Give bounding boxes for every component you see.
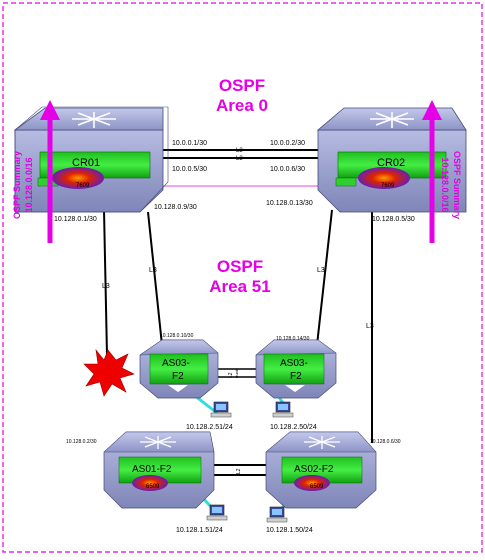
ip-label: 10.0.0.1/30 — [172, 140, 207, 147]
ip-label: 10.128.0.2/30 — [66, 439, 97, 445]
layer-label: L3 — [236, 148, 243, 154]
as02-model: 6509 — [310, 484, 324, 490]
summary-label-left: OSPF Summary 10.128.0.0/16 — [12, 151, 34, 219]
cr01-model: 7609 — [76, 183, 90, 189]
summary-label-right: OSPF Summary 10.128.0.0/16 — [440, 151, 462, 219]
as01-name: AS01-F2 — [132, 464, 172, 475]
link-failure-icon — [83, 348, 135, 397]
as01-status-icon — [132, 475, 168, 491]
as02-name: AS02-F2 — [294, 464, 334, 475]
summary-left-line1: OSPF Summary — [12, 151, 22, 219]
layer-label: L2 — [228, 372, 234, 378]
host-ip-label: 10.128.2.51/24 — [186, 424, 233, 431]
router-cr02[interactable]: CR02 7609 — [316, 107, 467, 213]
ip-label: 10.128.0.1/30 — [54, 216, 97, 223]
ip-label: 10.128.0.14/30 — [276, 336, 310, 342]
ip-labels: 10.0.0.1/30 10.0.0.2/30 L3 L3 10.0.0.5/3… — [54, 140, 415, 534]
summary-arrow-right — [422, 100, 442, 243]
ip-label: 10.128.0.6/30 — [370, 439, 401, 445]
cr01-status-icon — [52, 167, 104, 189]
layer-label: L3 — [366, 323, 374, 330]
area51-title-line1: OSPF — [217, 257, 263, 276]
host-pc-4[interactable] — [266, 506, 288, 523]
link-cr01-as03 — [147, 211, 163, 346]
host-ip-label: 10.128.1.50/24 — [266, 527, 313, 534]
router-arrows-icon — [370, 112, 414, 128]
switch-as03-right[interactable]: AS03- F2 — [255, 339, 337, 399]
router-cr01[interactable]: CR01 7609 — [13, 106, 169, 213]
down-arrow-icon — [285, 385, 305, 392]
as03a-name-line2: F2 — [172, 371, 184, 382]
cr02-model: 7609 — [381, 183, 395, 189]
ip-label: 10.128.0.9/30 — [154, 204, 197, 211]
ip-label: 10.128.0.5/30 — [372, 216, 415, 223]
switch-arrows-icon — [304, 436, 340, 449]
layer-label: L3 — [149, 267, 157, 274]
ip-label: 10.0.0.2/30 — [270, 140, 305, 147]
summary-left-line2: 10.128.0.0/16 — [24, 157, 34, 212]
area0-title-line1: OSPF — [219, 76, 265, 95]
host-pc-1[interactable] — [210, 401, 232, 418]
cr02-status-icon — [358, 167, 410, 189]
area51-title-line2: Area 51 — [209, 277, 270, 296]
switch-as03-left[interactable]: AS03- F2 — [139, 339, 219, 399]
cr01-name: CR01 — [72, 157, 100, 169]
down-arrow-icon — [168, 385, 188, 392]
up-arrow-icon — [422, 100, 442, 120]
trunk-label: trunk — [234, 369, 239, 378]
switch-as02[interactable]: AS02-F2 6509 — [265, 431, 377, 509]
summary-right-line1: OSPF Summary — [452, 151, 462, 219]
switch-as01[interactable]: AS01-F2 6509 — [103, 431, 215, 509]
as03b-name-line2: F2 — [290, 371, 302, 382]
link-cr01-failed — [103, 209, 108, 356]
host-pc-2[interactable] — [272, 401, 294, 418]
ip-label: 10.0.0.5/30 — [172, 166, 207, 173]
router-arrows-icon — [72, 112, 116, 128]
area0-title-line2: Area 0 — [216, 96, 268, 115]
switch-arrows-icon — [140, 436, 176, 449]
ip-label: 10.128.0.10/30 — [160, 333, 194, 339]
host-pc-3[interactable] — [206, 504, 228, 521]
as03b-name-line1: AS03- — [280, 358, 308, 369]
cr02-name: CR02 — [377, 157, 405, 169]
layer-label: L3 — [102, 283, 110, 290]
ip-label: 10.0.0.6/30 — [270, 166, 305, 173]
diagram-border — [2, 2, 483, 553]
ip-label: 10.128.0.13/30 — [266, 200, 313, 207]
as01-model: 6509 — [146, 484, 160, 490]
summary-arrow-left — [40, 100, 60, 243]
layer-label: L2 — [236, 468, 242, 474]
host-ip-label: 10.128.2.50/24 — [270, 424, 317, 431]
as03a-name-line1: AS03- — [162, 358, 190, 369]
link-cr02-as03 — [316, 209, 333, 346]
layer-label: L3 — [236, 156, 243, 162]
layer-label: L3 — [317, 267, 325, 274]
up-arrow-icon — [40, 100, 60, 120]
summary-right-line2: 10.128.0.0/16 — [440, 157, 450, 212]
host-ip-label: 10.128.1.51/24 — [176, 527, 223, 534]
as02-status-icon — [294, 475, 330, 491]
